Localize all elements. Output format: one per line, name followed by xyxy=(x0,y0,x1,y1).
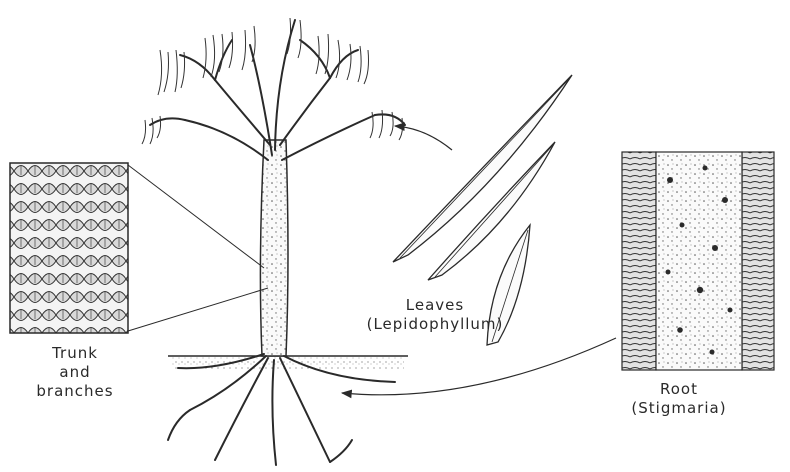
trunk-label: Trunk and branches xyxy=(20,344,130,401)
trunk-label-line1: Trunk xyxy=(20,344,130,363)
trunk-label-line2: and xyxy=(20,363,130,382)
leaf-arrow xyxy=(395,126,452,150)
root-label-line2: (Stigmaria) xyxy=(604,399,754,418)
root-label: Root (Stigmaria) xyxy=(604,380,754,418)
leaves-label-line2: (Lepidophyllum) xyxy=(360,315,510,334)
tree-roots xyxy=(168,354,395,465)
tree-crown xyxy=(150,20,405,160)
tree-trunk xyxy=(260,140,288,356)
arrows xyxy=(342,126,616,395)
leaves-label-line1: Leaves xyxy=(360,296,510,315)
trunk-bark-inset xyxy=(10,163,268,333)
crown-foliage xyxy=(142,18,403,144)
root-stigmaria-inset xyxy=(622,152,774,370)
trunk-label-line3: branches xyxy=(20,382,130,401)
leaves-label: Leaves (Lepidophyllum) xyxy=(360,296,510,334)
root-label-line1: Root xyxy=(604,380,754,399)
